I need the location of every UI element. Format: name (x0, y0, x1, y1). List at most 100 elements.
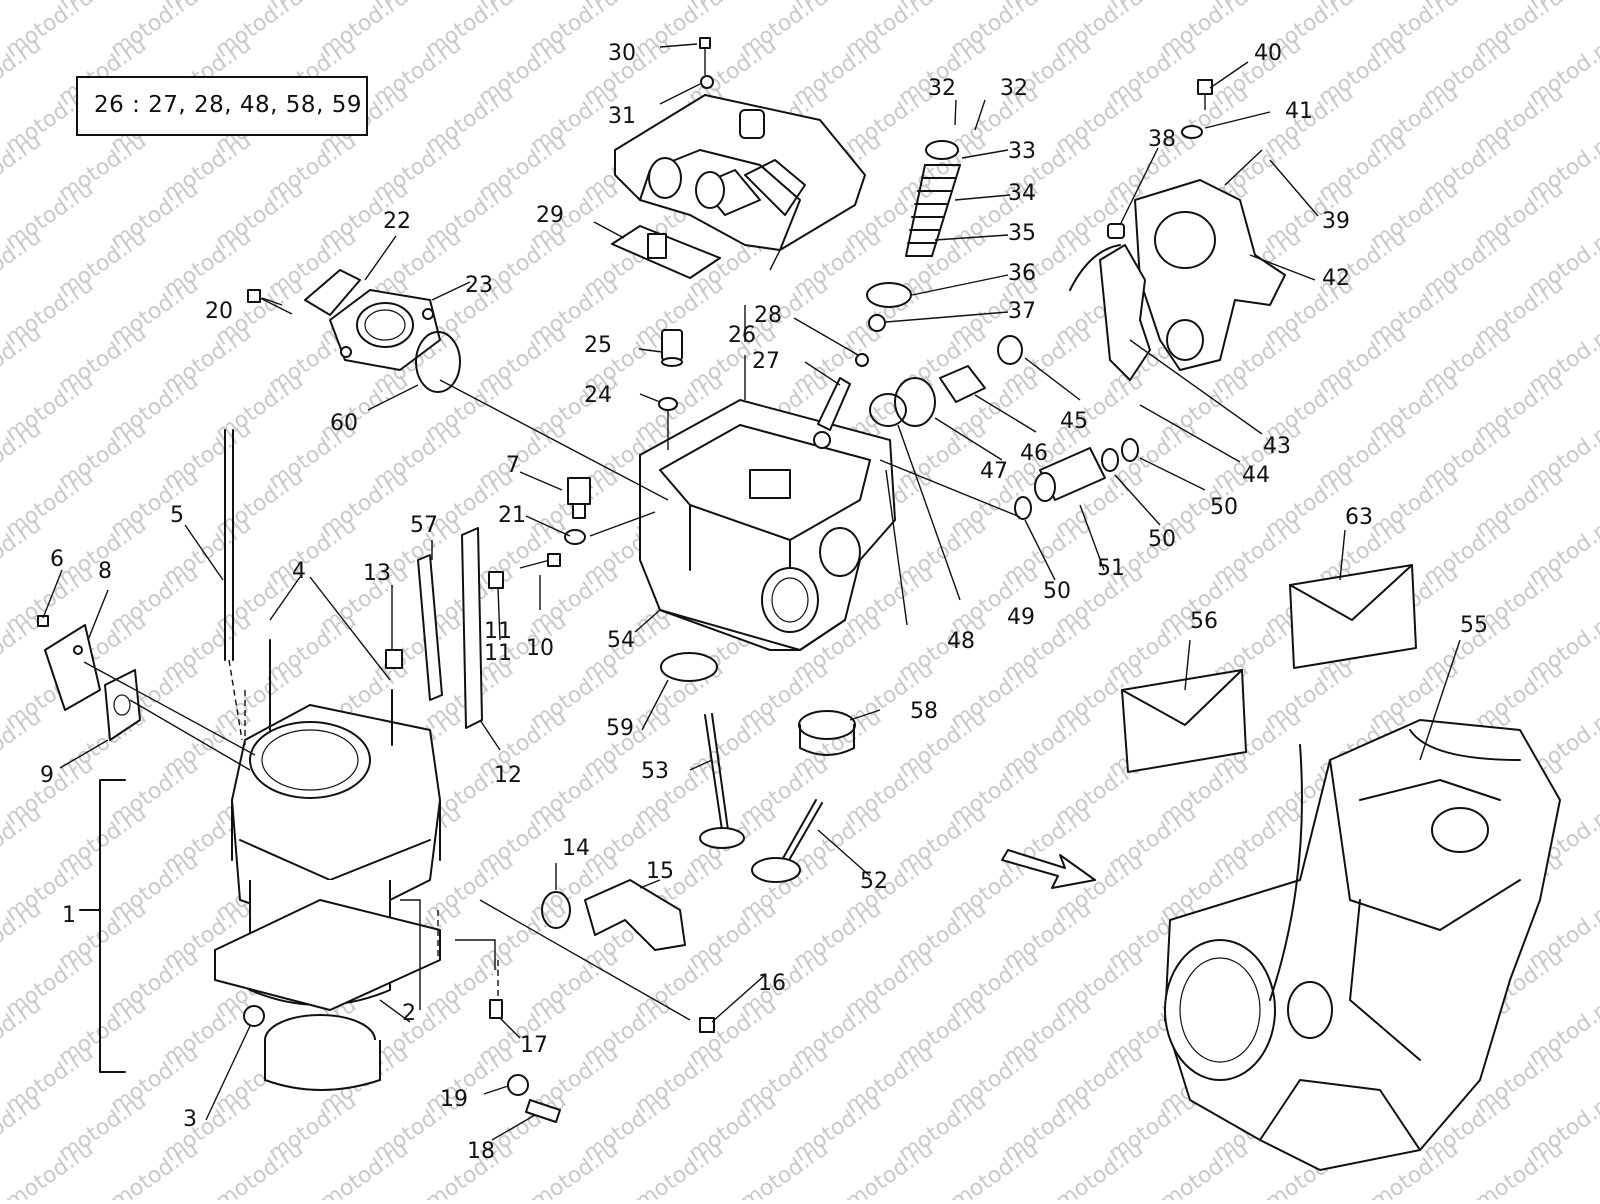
callout-5: 5 (170, 503, 184, 528)
callout-59: 59 (606, 716, 634, 741)
callout-4: 4 (292, 559, 306, 584)
callout-1: 1 (62, 903, 76, 928)
leader-lines (42, 43, 1461, 1141)
callout-57: 57 (410, 513, 438, 538)
temp-sensor-drawing (564, 477, 591, 545)
callout-23: 23 (465, 273, 493, 298)
callout-16: 16 (758, 971, 786, 996)
callout-10: 10 (526, 636, 554, 661)
callout-15: 15 (646, 859, 674, 884)
callout-21: 21 (498, 503, 526, 528)
applicability-note-text: 26 : 27, 28, 48, 58, 59 (94, 92, 362, 118)
callout-39: 39 (1322, 209, 1350, 234)
watermark-text: motod.ru (1051, 1137, 1148, 1200)
plug-25-drawing (658, 329, 683, 450)
watermark-text: motod.ru (106, 1137, 203, 1200)
chain-guides-drawing (385, 527, 561, 729)
callout-8: 8 (98, 559, 112, 584)
callout-38: 38 (1148, 127, 1176, 152)
valves-drawing (660, 652, 856, 883)
cam-bearing-drawing (869, 365, 986, 427)
callout-53: 53 (641, 759, 669, 784)
callout-19: 19 (440, 1087, 468, 1112)
callout-26: 26 (728, 323, 756, 348)
callout-28: 28 (754, 303, 782, 328)
watermark-text: motod.ru (526, 1137, 623, 1200)
callout-36: 36 (1008, 261, 1036, 286)
callout-20: 20 (205, 299, 233, 324)
watermark-text: motod.ru (946, 1137, 1043, 1200)
callout-60: 60 (330, 411, 358, 436)
callout-29: 29 (536, 203, 564, 228)
callout-9: 9 (40, 763, 54, 788)
callout-63: 63 (1345, 505, 1373, 530)
callout-7: 7 (506, 453, 520, 478)
watermark-text: motod.ru (631, 1137, 728, 1200)
callout-49: 49 (1007, 605, 1035, 630)
callout-11a: 11 (484, 641, 512, 666)
applicability-note-box: 26 : 27, 28, 48, 58, 59 (76, 76, 368, 136)
shaft-51-drawing (1014, 438, 1139, 520)
watermark-text: motod.ru (316, 1137, 413, 1200)
intake-flange-drawing (247, 269, 461, 393)
callout-42: 42 (1322, 266, 1350, 291)
callout-2: 2 (402, 1001, 416, 1026)
watermark-text: motod.ru (1, 1137, 98, 1200)
watermark-text: motod.ru (211, 1137, 308, 1200)
callout-44: 44 (1242, 463, 1270, 488)
callout-41: 41 (1285, 99, 1313, 124)
callout-37: 37 (1008, 299, 1036, 324)
watermark-text: motod.ru (1471, 1137, 1568, 1200)
callout-22: 22 (383, 209, 411, 234)
callout-12: 12 (494, 763, 522, 788)
gasket-kit-envelopes (1121, 564, 1417, 773)
callout-14: 14 (562, 836, 590, 861)
callout-27: 27 (752, 349, 780, 374)
callout-51: 51 (1097, 556, 1125, 581)
callout-50c: 50 (1043, 579, 1071, 604)
callout-17: 17 (520, 1033, 548, 1058)
callout-46: 46 (1020, 441, 1048, 466)
valve-cover-drawing (614, 37, 866, 251)
callout-33: 33 (1008, 139, 1036, 164)
valve-guide-drawing (813, 377, 851, 449)
watermark-text: motod.ru (0, 0, 46, 15)
callout-55: 55 (1460, 613, 1488, 638)
cylinder-head-drawing (639, 399, 896, 651)
callout-43: 43 (1263, 434, 1291, 459)
callout-52: 52 (860, 869, 888, 894)
callout-48: 48 (947, 629, 975, 654)
callout-24: 24 (584, 383, 612, 408)
water-pipe-drawing (479, 879, 715, 1123)
thermostat-housing-drawing (997, 79, 1286, 381)
callout-40: 40 (1254, 41, 1282, 66)
watermark-text: motod.ru (841, 1137, 938, 1200)
engine-assembly-drawing (1164, 719, 1561, 1171)
callout-47: 47 (980, 459, 1008, 484)
callout-13: 13 (363, 561, 391, 586)
callout-25: 25 (584, 333, 612, 358)
gasket-29-drawing (611, 225, 721, 279)
valve-spring-stack-drawing (855, 140, 961, 367)
callout-50b: 50 (1148, 527, 1176, 552)
callout-34: 34 (1008, 181, 1036, 206)
callout-32a: 32 (928, 76, 956, 101)
callout-32b: 32 (1000, 76, 1028, 101)
watermark-text: motod.ru (1156, 1137, 1253, 1200)
callout-11b: 11 (484, 619, 512, 644)
callout-31: 31 (608, 104, 636, 129)
callout-30: 30 (608, 41, 636, 66)
callout-labels: 1234567891011111213141516171819202122232… (40, 41, 1488, 1164)
watermark-text: motod.ru (736, 1137, 833, 1200)
callout-56: 56 (1190, 609, 1218, 634)
callout-50a: 50 (1210, 495, 1238, 520)
callout-58: 58 (910, 699, 938, 724)
cylinder-block-drawing (79, 429, 441, 1091)
callout-3: 3 (183, 1107, 197, 1132)
callout-54: 54 (607, 628, 635, 653)
callout-45: 45 (1060, 409, 1088, 434)
callout-18: 18 (467, 1139, 495, 1164)
callout-6: 6 (50, 547, 64, 572)
